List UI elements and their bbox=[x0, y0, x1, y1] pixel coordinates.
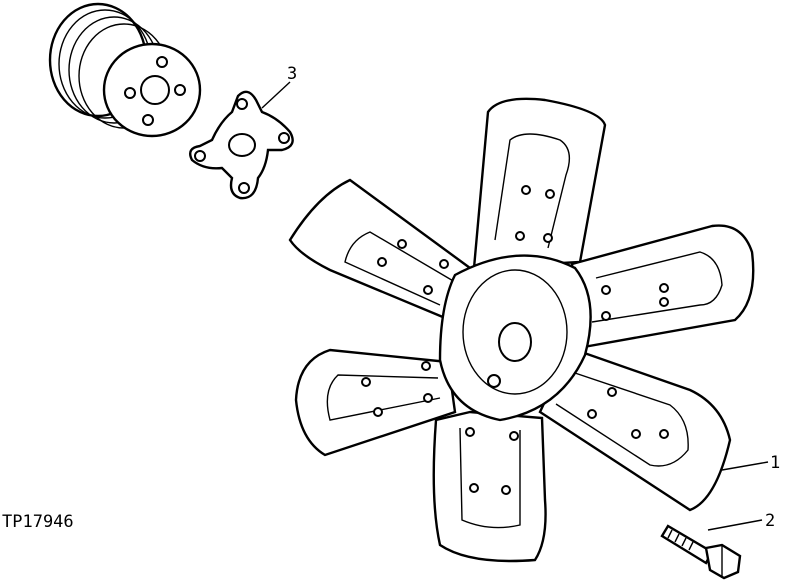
pulley bbox=[48, 2, 202, 138]
callout-2: 2 bbox=[765, 511, 775, 531]
fan-spacer bbox=[189, 90, 294, 200]
fan-rivets bbox=[361, 185, 669, 495]
callout-3: 3 bbox=[287, 64, 297, 84]
cap-screw bbox=[660, 524, 742, 580]
figure-id: TP17946 bbox=[2, 512, 74, 532]
fan bbox=[288, 97, 755, 563]
callout-1: 1 bbox=[770, 453, 780, 473]
